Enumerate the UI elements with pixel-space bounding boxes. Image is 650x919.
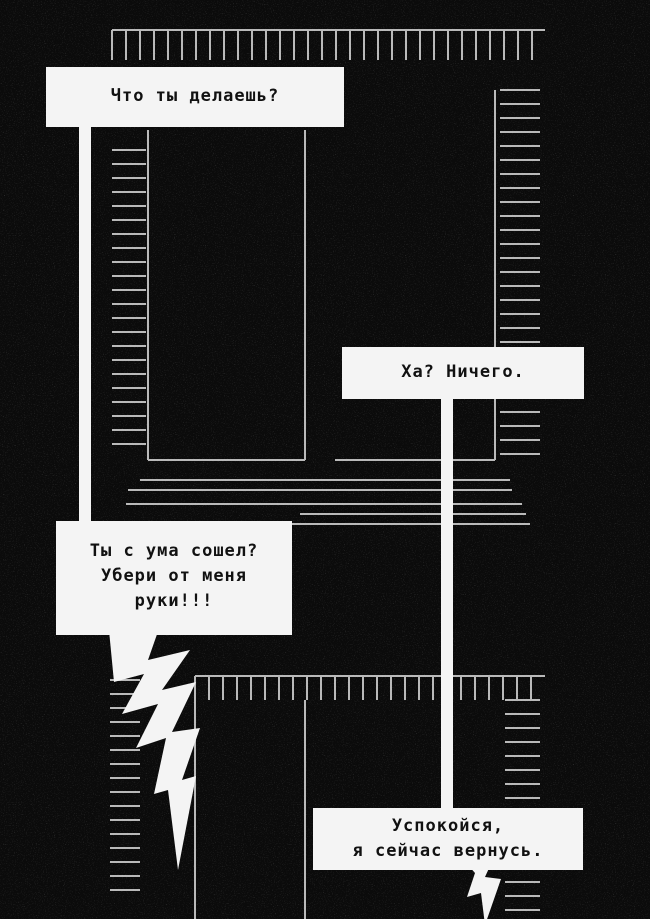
bubble-4-line-2: я сейчас вернусь.	[352, 841, 544, 861]
bubble-2-tail	[441, 392, 453, 812]
bubble-1-tail	[79, 118, 91, 528]
speech-bubble-4: Успокойся, я сейчас вернусь.	[313, 808, 583, 870]
bubble-1-line-1: Что ты делаешь?	[110, 86, 280, 106]
lightning-shape-small	[459, 855, 501, 919]
speech-bubble-2: Ха? Ничего.	[342, 347, 584, 399]
bubble-3-lightning-tail	[108, 620, 200, 870]
speech-bubble-1: Что ты делаешь?	[46, 67, 344, 127]
bubble-3-line-1: Ты с ума сошел?	[89, 541, 259, 561]
bubble-4-lightning-tail	[459, 855, 501, 919]
bubble-4-line-1: Успокойся,	[391, 816, 505, 836]
bubble-3-line-2: Убери от меня	[100, 566, 248, 586]
lightning-shape	[108, 620, 200, 870]
speech-bubble-3: Ты с ума сошел? Убери от меня руки!!!	[56, 521, 292, 635]
bubble-2-line-1: Ха? Ничего.	[401, 362, 525, 382]
bubble-3-line-3: руки!!!	[134, 591, 214, 611]
